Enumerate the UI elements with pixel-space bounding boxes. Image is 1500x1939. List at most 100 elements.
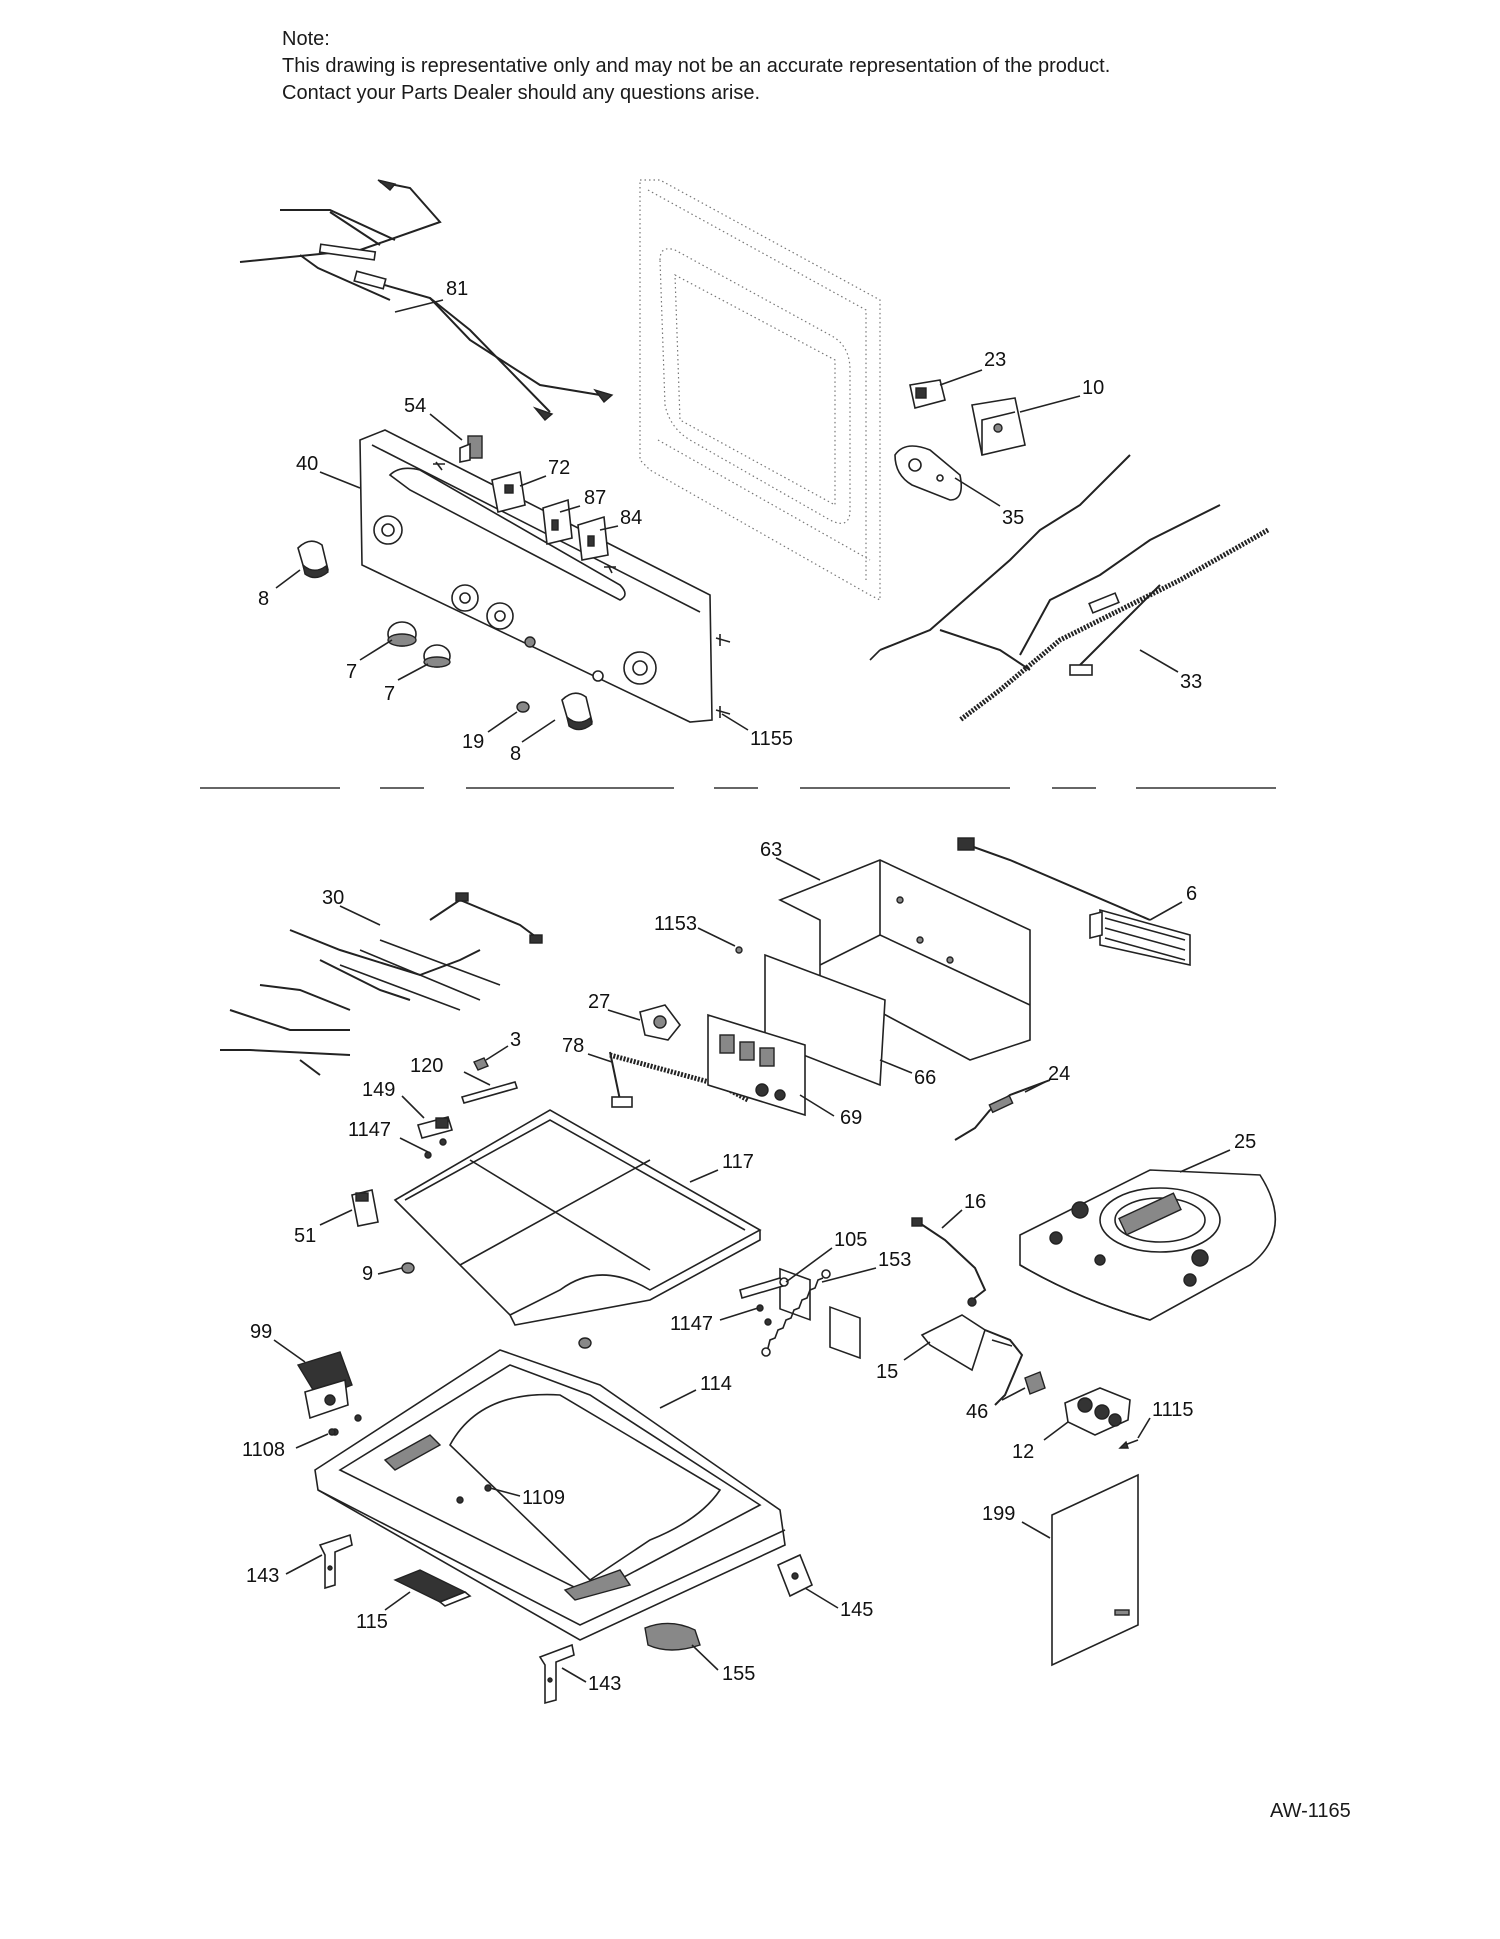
callout-12: 12 [1012, 1441, 1034, 1463]
disclaimer-note: Note: This drawing is representative onl… [282, 26, 1110, 107]
callout-114: 114 [700, 1373, 732, 1395]
wire-harness-33 [869, 454, 1270, 722]
callout-40: 40 [296, 453, 318, 475]
cabinet-outline [639, 179, 881, 601]
callout-15: 15 [876, 1361, 898, 1383]
knob-8-upper [297, 540, 329, 579]
button-19 [516, 701, 530, 713]
callout-54: 54 [404, 395, 426, 417]
callout-115: 115 [356, 1611, 388, 1633]
callout-labels: 81 54 40 72 87 84 8 7 7 19 8 1155 23 10 … [242, 278, 1256, 1695]
bumper-9 [401, 1262, 415, 1274]
callout-120: 120 [410, 1055, 443, 1077]
lid-switch-99 [296, 1351, 362, 1436]
knob-7-right [423, 644, 451, 668]
timer-10 [971, 397, 1026, 456]
switch-23 [909, 379, 946, 409]
knob-8-lower [561, 692, 593, 731]
wire-harness-81 [239, 179, 614, 421]
rod-105 [739, 1277, 789, 1300]
control-panel-40 [359, 429, 713, 723]
callout-153: 153 [878, 1249, 911, 1271]
callout-24: 24 [1048, 1063, 1070, 1085]
wire-harness-30 [220, 892, 543, 1076]
screw-1153 [735, 946, 743, 954]
latch-51 [351, 1189, 379, 1227]
callout-81: 81 [446, 278, 468, 300]
callout-35: 35 [1002, 507, 1024, 529]
callout-1153: 1153 [654, 913, 697, 935]
card-199 [1051, 1473, 1139, 1667]
heater-6 [957, 837, 1191, 966]
note-line-2: Contact your Parts Dealer should any que… [282, 82, 761, 104]
callout-8-lower: 8 [510, 743, 521, 765]
bracket-63 [778, 859, 1031, 1061]
callout-3: 3 [510, 1029, 521, 1051]
callout-69: 69 [840, 1107, 862, 1129]
knob-7-left [387, 621, 417, 647]
switch-54 [459, 435, 483, 463]
nut-3 [473, 1057, 489, 1071]
tray-155 [644, 1622, 701, 1651]
callout-1147-lower: 1147 [670, 1313, 713, 1335]
callout-19: 19 [462, 731, 484, 753]
callout-1155: 1155 [750, 728, 793, 750]
document-id: AW-1165 [1270, 1800, 1351, 1822]
callout-46: 46 [966, 1401, 988, 1423]
switch-84 [577, 515, 609, 561]
callout-149: 149 [362, 1079, 395, 1101]
bracket-35 [894, 445, 963, 501]
callout-117: 117 [722, 1151, 754, 1173]
callout-6: 6 [1186, 883, 1197, 905]
cable-24 [954, 1079, 1051, 1141]
callout-7-left: 7 [346, 661, 357, 683]
switch-149 [416, 1116, 454, 1139]
screw-1115 [1118, 1439, 1139, 1449]
screw-1108 [328, 1428, 336, 1436]
callout-72: 72 [548, 457, 570, 479]
screw-near-40 [433, 461, 445, 471]
pump-25 [1019, 1169, 1277, 1321]
panel-66 [764, 953, 886, 1360]
screws-1155 [715, 634, 731, 718]
callout-51: 51 [294, 1225, 316, 1247]
bumper-lid [578, 1337, 592, 1349]
callout-66: 66 [914, 1067, 936, 1089]
callout-143-upper: 143 [246, 1565, 279, 1587]
callout-63: 63 [760, 839, 782, 861]
callout-87: 87 [584, 487, 606, 509]
callout-1109: 1109 [522, 1487, 565, 1509]
bracket-143-upper [318, 1533, 353, 1590]
note-heading: Note: [282, 28, 330, 50]
callout-1108: 1108 [242, 1439, 285, 1461]
callout-105: 105 [834, 1229, 867, 1251]
callout-155: 155 [722, 1663, 755, 1685]
control-board-69 [707, 1013, 806, 1117]
screws-1147-lower [756, 1304, 772, 1326]
bracket-143-lower [538, 1643, 575, 1705]
top-cover-114 [314, 1349, 786, 1641]
callout-1147-upper: 1147 [348, 1119, 391, 1141]
valve-12 [1064, 1387, 1131, 1436]
screw-near-84 [604, 564, 616, 574]
callout-30: 30 [322, 887, 344, 909]
leader-lines [273, 299, 1231, 1683]
callout-9: 9 [362, 1263, 373, 1285]
callout-16: 16 [964, 1191, 986, 1213]
callout-199: 199 [982, 1503, 1015, 1525]
grille-115 [393, 1569, 472, 1607]
housing-15 [920, 1314, 1024, 1406]
callout-23: 23 [984, 349, 1006, 371]
nut-46 [1024, 1371, 1046, 1395]
callout-33: 33 [1180, 671, 1202, 693]
spring-153 [761, 1269, 831, 1357]
switch-87 [542, 498, 573, 545]
wire-78 [609, 1051, 750, 1108]
callout-143-lower: 143 [588, 1673, 621, 1695]
callout-145: 145 [840, 1599, 873, 1621]
screws-1147-upper [424, 1138, 447, 1159]
callout-7-right: 7 [384, 683, 395, 705]
callout-99: 99 [250, 1321, 272, 1343]
